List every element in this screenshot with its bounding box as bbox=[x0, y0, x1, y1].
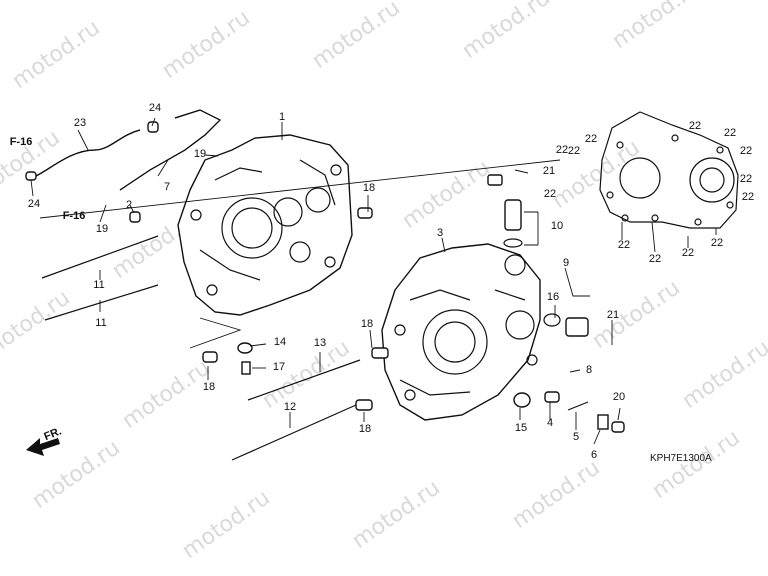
leader-lines bbox=[30, 117, 717, 445]
breather-hoses bbox=[31, 109, 222, 191]
watermark-text: motod.ru bbox=[258, 335, 355, 413]
callout-label: 9 bbox=[563, 257, 569, 269]
watermark-text: motod.ru bbox=[158, 5, 255, 83]
right-crankcase bbox=[381, 243, 541, 421]
callout-label: 20 bbox=[613, 391, 625, 403]
watermark-text: motod.ru bbox=[508, 455, 605, 533]
watermark-text: motod.ru bbox=[308, 0, 405, 74]
cover-callout-label: 22 bbox=[740, 145, 752, 157]
callout-label: 5 bbox=[573, 431, 579, 443]
callout-label: 7 bbox=[164, 181, 170, 193]
callout-label: 23 bbox=[74, 117, 86, 129]
watermark-text: motod.ru bbox=[648, 425, 745, 503]
watermark-text: motod.ru bbox=[678, 335, 768, 413]
callout-label: 21 bbox=[543, 165, 555, 177]
callout-label: 16 bbox=[547, 291, 559, 303]
left-crankcase bbox=[177, 134, 353, 316]
cover-callout-label: 22 bbox=[711, 237, 723, 249]
callout-label: 11 bbox=[93, 279, 104, 291]
callout-label: 1 bbox=[279, 111, 285, 123]
callout-label: 19 bbox=[96, 223, 108, 235]
cover-callout-label: 22 bbox=[689, 120, 701, 132]
callout-label: 8 bbox=[586, 364, 592, 376]
callout-layer: 1234567891011111213141516171818181819192… bbox=[28, 102, 625, 461]
callout-label: 15 bbox=[515, 422, 527, 434]
callout-label: 2 bbox=[126, 199, 132, 211]
callout-label: 18 bbox=[363, 182, 375, 194]
cover-callout-label: 22 bbox=[585, 133, 597, 145]
watermark-text: motod.ru bbox=[398, 155, 495, 233]
callout-label: 4 bbox=[547, 417, 553, 429]
cover-callout-label: 22 bbox=[649, 253, 661, 265]
callout-label: 14 bbox=[274, 336, 286, 348]
watermark-text: motod.ru bbox=[178, 485, 275, 563]
callout-label: 24 bbox=[28, 198, 40, 210]
cover-callout-label: 22 bbox=[568, 145, 580, 157]
cover-callout-label: 22 bbox=[740, 173, 752, 185]
watermark-text: motod.ru bbox=[458, 0, 555, 64]
reference-label: F-16 bbox=[10, 136, 33, 148]
reference-label: FR. bbox=[42, 425, 63, 443]
callout-label: 21 bbox=[607, 309, 619, 321]
cover-callout-label: 22 bbox=[682, 247, 694, 259]
callout-label: 18 bbox=[359, 423, 371, 435]
drawing-code: KPH7E1300A bbox=[650, 453, 712, 464]
callout-label: 22 bbox=[556, 144, 568, 156]
callout-label: 12 bbox=[284, 401, 296, 413]
cover-gasket bbox=[599, 111, 739, 229]
watermark-text: motod.ru bbox=[588, 275, 685, 353]
callout-label: 10 bbox=[551, 220, 563, 232]
callout-label: 18 bbox=[203, 381, 215, 393]
small-parts bbox=[25, 121, 625, 433]
watermark-text: motod.ru bbox=[608, 0, 705, 54]
watermark-text: motod.ru bbox=[348, 475, 445, 553]
cover-callout-label: 22 bbox=[618, 239, 630, 251]
studs bbox=[41, 235, 361, 461]
watermark-text: motod.ru bbox=[118, 355, 215, 433]
watermark-text: motod.ru bbox=[0, 285, 75, 363]
callout-label: 24 bbox=[149, 102, 161, 114]
callout-label: 6 bbox=[591, 449, 597, 461]
callout-label: 19 bbox=[194, 148, 206, 160]
cover-callout-label: 22 bbox=[742, 191, 754, 203]
cover-callout-label: 22 bbox=[544, 188, 556, 200]
reference-label: F-16 bbox=[63, 210, 86, 222]
callout-label: 17 bbox=[273, 361, 285, 373]
callout-label: 11 bbox=[95, 317, 106, 329]
callout-label: 3 bbox=[437, 227, 443, 239]
front-arrow-icon bbox=[26, 438, 60, 456]
callout-label: 18 bbox=[361, 318, 373, 330]
cover-callout-label: 22 bbox=[724, 127, 736, 139]
watermark-text: motod.ru bbox=[8, 15, 105, 93]
callout-label: 13 bbox=[314, 337, 326, 349]
